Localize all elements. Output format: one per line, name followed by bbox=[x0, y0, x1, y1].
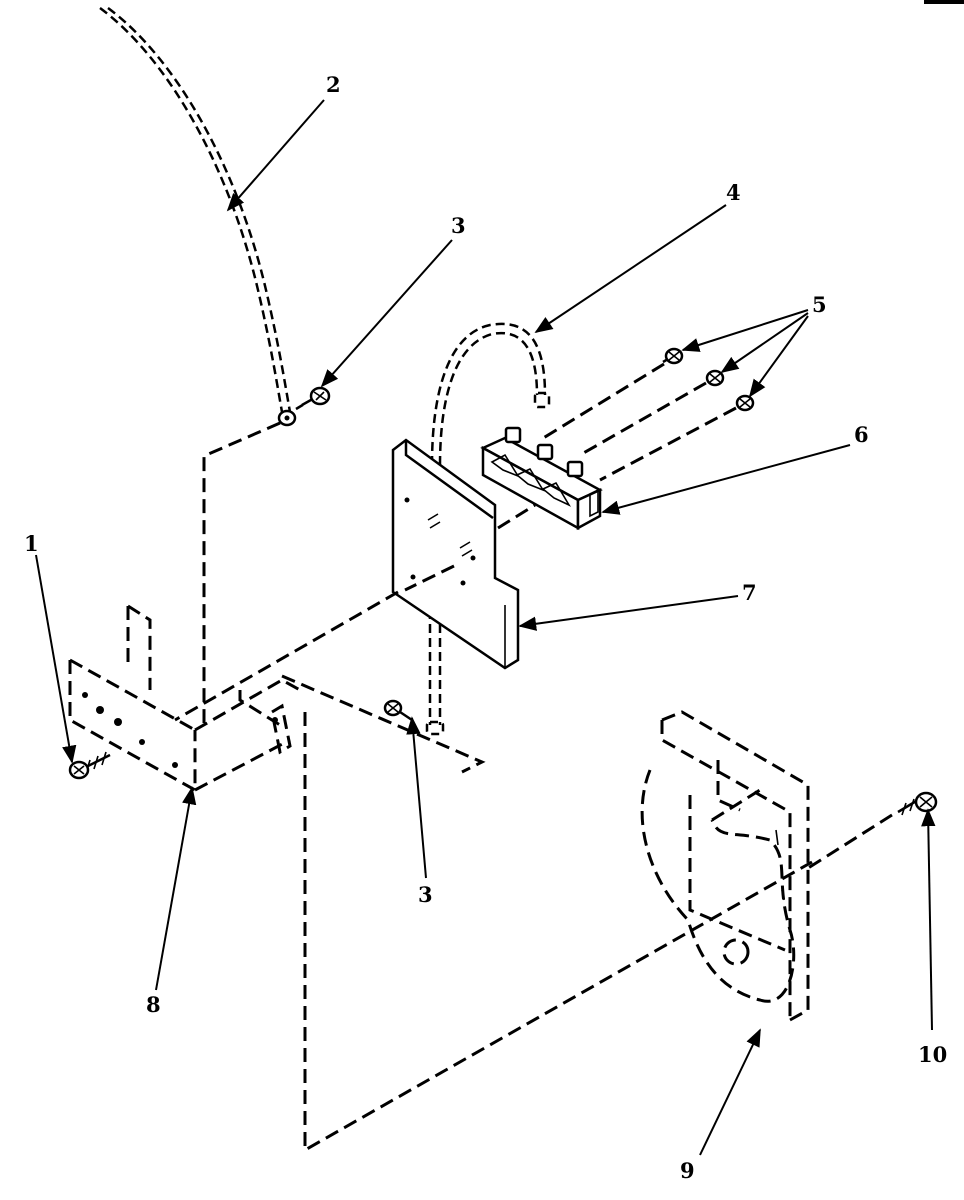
part-2-wire bbox=[99, 6, 297, 427]
part-6-terminal-block bbox=[480, 426, 603, 531]
part-3-screw-upper bbox=[295, 386, 331, 411]
part-10-screw bbox=[804, 791, 938, 872]
alignment-line-long bbox=[281, 674, 813, 1153]
callout-4: 4 bbox=[726, 180, 741, 205]
leader-lines bbox=[35, 99, 936, 1156]
callout-8: 8 bbox=[146, 992, 161, 1017]
part-8-bracket bbox=[68, 604, 301, 793]
callout-labels: 1 2 3 3 4 5 6 7 8 9 10 bbox=[24, 72, 947, 1183]
callout-10: 10 bbox=[918, 1042, 947, 1067]
part-7-mounting-plate bbox=[391, 438, 536, 670]
part-3-screw-lower bbox=[383, 699, 413, 722]
callout-9: 9 bbox=[680, 1158, 695, 1183]
part-5-screws bbox=[539, 347, 755, 482]
callout-6: 6 bbox=[854, 422, 869, 447]
callout-7: 7 bbox=[742, 580, 757, 605]
part-1-screw bbox=[68, 751, 111, 780]
alignment-line-plate bbox=[174, 590, 399, 722]
callout-3-upper: 3 bbox=[451, 213, 466, 238]
alignment-line-upper bbox=[202, 421, 281, 730]
callout-3-lower: 3 bbox=[418, 882, 433, 907]
edge-mark bbox=[924, 0, 964, 4]
part-9-rear-bracket bbox=[640, 710, 810, 1022]
callout-2: 2 bbox=[326, 72, 341, 97]
callout-5: 5 bbox=[812, 292, 827, 317]
callout-1: 1 bbox=[24, 531, 39, 556]
